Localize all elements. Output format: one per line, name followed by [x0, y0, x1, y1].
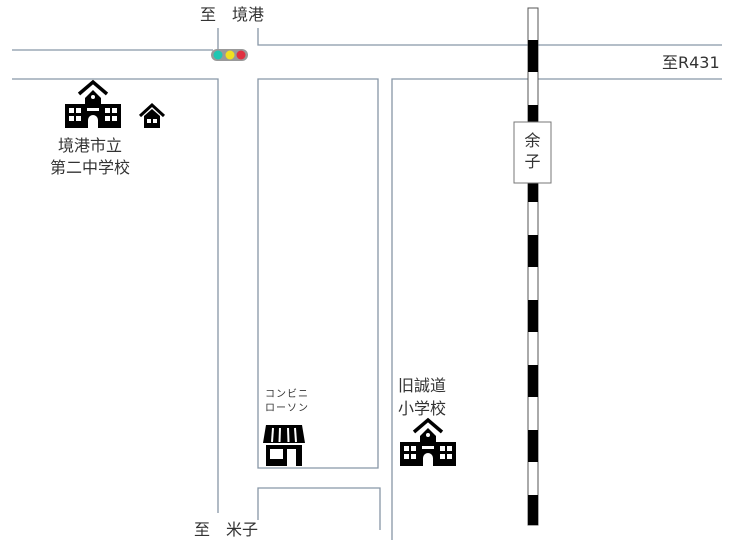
signal-green-light [213, 50, 223, 60]
convenience-store-line: ローソン [265, 403, 309, 414]
rail-dash [528, 430, 538, 462]
house-icon [138, 102, 166, 128]
convenience-store-icon [263, 425, 305, 466]
signal-yellow-light [225, 50, 235, 60]
block-outline [257, 78, 379, 469]
road-edge [12, 78, 219, 513]
school2-label: 旧誠道 小学校 [396, 374, 448, 420]
station-box [513, 121, 552, 184]
direction-label-yonago: 至 米子 [194, 520, 259, 539]
direction-label-r431: 至R431 [662, 53, 720, 72]
rail-dash [528, 495, 538, 525]
rail-dash [528, 170, 538, 202]
rail-dash [528, 40, 538, 72]
rail-dash [528, 105, 538, 137]
road-edge [12, 28, 219, 51]
road-edge [257, 28, 722, 46]
school-icon [65, 79, 121, 128]
school1-name-line: 境港市立 [57, 136, 122, 155]
road-edge [257, 487, 381, 530]
school2-name-line: 旧誠道 [397, 376, 446, 395]
convenience-store-label: コンビニ ローソン [265, 388, 309, 416]
roads [12, 28, 722, 540]
traffic-signal [211, 49, 248, 61]
signal-red-light [236, 50, 246, 60]
railway [527, 7, 539, 526]
direction-label-sakaiminato: 至 境港 [200, 5, 265, 24]
school1-label: 境港市立 第二中学校 [30, 135, 150, 179]
station-name-char: 子 [524, 152, 541, 171]
station-label: 余 子 [514, 130, 551, 172]
convenience-store-line: コンビニ [265, 389, 309, 400]
school-icon [400, 417, 456, 466]
road-edge [391, 78, 722, 540]
school1-name-line: 第二中学校 [49, 158, 130, 177]
station-name-char: 余 [524, 131, 541, 150]
rail-dash [528, 300, 538, 332]
rail-dash [528, 365, 538, 397]
rail-dash [528, 235, 538, 267]
school2-name-line: 小学校 [397, 399, 446, 418]
